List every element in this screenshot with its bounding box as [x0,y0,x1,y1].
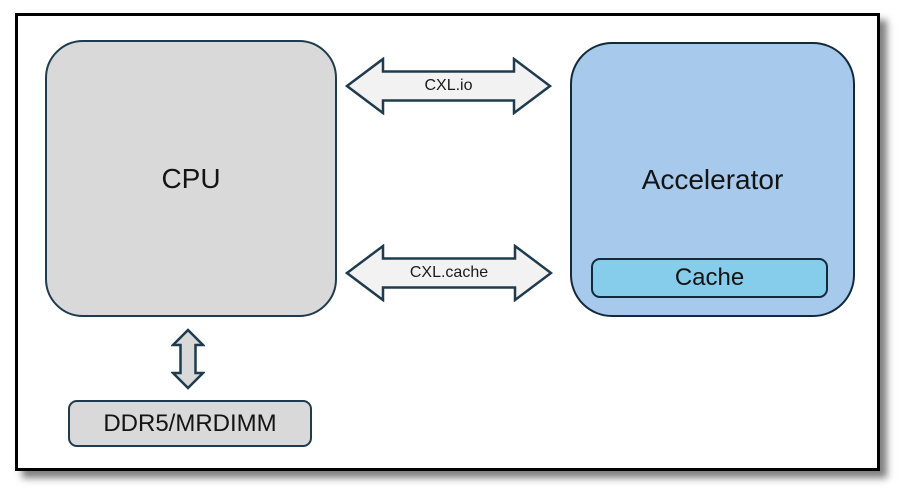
accelerator-block: Accelerator Cache [570,42,855,317]
diagram-frame: CPU Accelerator Cache CXL.io CXL.cache [15,13,880,471]
double-arrow-horizontal-icon [345,244,553,302]
double-arrow-shape [345,244,553,302]
cpu-block: CPU [45,40,337,317]
cpu-label: CPU [161,162,221,194]
double-arrow-horizontal-icon [345,57,552,115]
cxl-io-connection: CXL.io [345,57,552,115]
cpu-memory-connection [171,328,205,390]
double-arrow-shape [171,328,205,390]
memory-label: DDR5/MRDIMM [103,409,277,437]
cache-label: Cache [674,264,745,291]
cxl-cache-connection: CXL.cache [345,244,553,302]
accelerator-label: Accelerator [641,163,784,195]
cache-block: Cache [591,258,828,298]
double-arrow-shape [345,57,552,115]
memory-block: DDR5/MRDIMM [68,400,312,447]
double-arrow-vertical-icon [171,328,205,390]
